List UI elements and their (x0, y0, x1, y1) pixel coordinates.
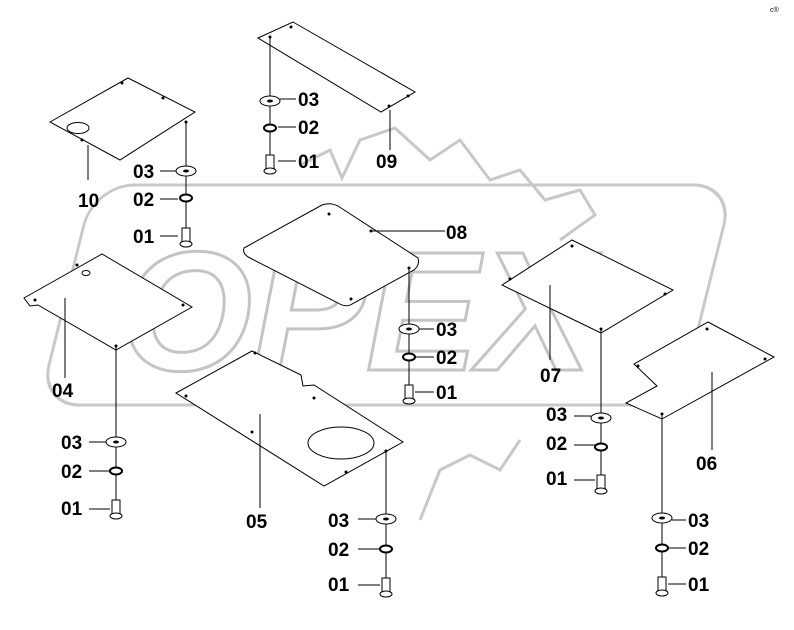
label-01-a: 01 (298, 152, 320, 173)
plate-04 (23, 253, 194, 508)
label-04: 04 (52, 381, 74, 402)
label-03-a: 03 (298, 90, 319, 111)
label-02-g: 02 (688, 539, 709, 560)
plate-10 (48, 77, 197, 238)
label-03-f: 03 (546, 405, 567, 426)
label-01-g: 01 (688, 575, 710, 596)
fastener-06 (651, 512, 686, 597)
label-09: 09 (376, 152, 397, 173)
label-07: 07 (540, 366, 561, 387)
label-06: 06 (696, 454, 717, 475)
label-03-d: 03 (61, 433, 82, 454)
plate-09 (256, 21, 416, 165)
plate-07 (500, 239, 675, 482)
label-01-f: 01 (546, 469, 568, 490)
fastener-07 (574, 412, 612, 495)
fastener-09 (259, 95, 296, 175)
label-01-e: 01 (328, 575, 350, 596)
label-02-e: 02 (328, 540, 349, 561)
label-01-d: 01 (61, 499, 83, 520)
label-01-c: 01 (436, 383, 458, 404)
fastener-04 (89, 436, 127, 520)
label-05: 05 (246, 512, 268, 533)
label-10: 10 (78, 191, 99, 212)
label-03-e: 03 (328, 511, 349, 532)
fastener-05 (358, 513, 397, 598)
label-02-b: 02 (133, 190, 154, 211)
label-02-d: 02 (61, 462, 82, 483)
plate-05 (175, 350, 404, 582)
label-03-c: 03 (436, 320, 457, 341)
label-02-a: 02 (298, 118, 319, 139)
label-03-g: 03 (688, 511, 709, 532)
corner-mark: c® (770, 6, 780, 14)
fastener-10 (160, 165, 197, 248)
watermark-gear (299, 126, 597, 521)
label-01-b: 01 (133, 227, 155, 248)
label-02-c: 02 (436, 348, 457, 369)
plate-08 (243, 203, 445, 393)
plate-06 (624, 321, 776, 582)
label-03-b: 03 (133, 162, 154, 183)
label-02-f: 02 (546, 434, 567, 455)
fastener-08 (398, 323, 434, 405)
label-08: 08 (446, 223, 467, 244)
